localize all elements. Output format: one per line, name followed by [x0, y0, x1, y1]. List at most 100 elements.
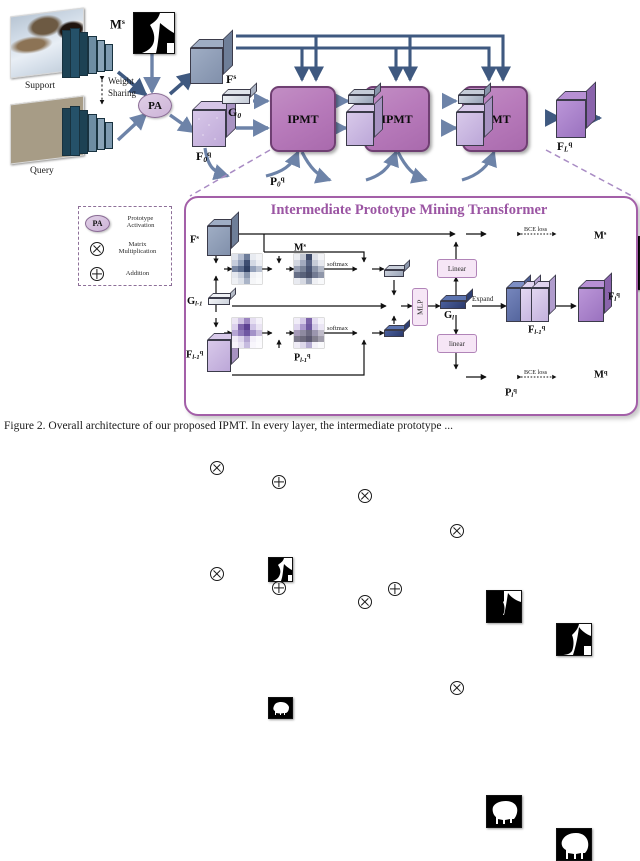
- panel-pq-sup: q: [306, 352, 311, 359]
- legend-pa-line1: Prototype: [127, 215, 154, 223]
- out-sup: q: [616, 291, 620, 298]
- figure-root: Support Weight Sharing Ms PA Fs: [0, 0, 640, 432]
- query-feature-sup: q: [207, 149, 212, 158]
- panel-query-gt-label: Mq: [594, 369, 608, 381]
- panel-support-mask-label: Ms: [294, 242, 306, 254]
- support-feature-label: Fs: [226, 73, 236, 85]
- concat-base: F: [528, 324, 535, 336]
- out-sub: l: [614, 296, 617, 304]
- support-label: Support: [25, 81, 56, 91]
- panel-predicted-support-mask: [486, 590, 522, 623]
- panel-ms-gt-sup: s: [603, 230, 607, 237]
- panel-mq-gt-base: M: [594, 369, 604, 381]
- panel-query-pred-label: Plq: [505, 387, 517, 400]
- panel-pq-sub: l-1: [300, 356, 307, 364]
- panel-global-prev-bar: [208, 287, 236, 305]
- panel-global-prev-label: Gl-1: [187, 296, 203, 308]
- legend-item-matrix-multiplication: Matrix Multiplication: [79, 238, 171, 260]
- panel-gl-base: G: [444, 310, 453, 321]
- intermediate-token-1: [348, 82, 381, 104]
- mlp-label: MLP: [415, 299, 425, 315]
- panel-output-feature-slab: [578, 272, 613, 322]
- query-pred-0-sub: 0: [277, 180, 281, 189]
- query-pred-0-base: P: [270, 175, 278, 188]
- linear-box-top[interactable]: Linear: [437, 259, 477, 278]
- prototype-activation-node[interactable]: PA: [138, 93, 172, 118]
- global-new-label: Gl: [444, 310, 454, 322]
- linear-bottom-label: linear: [449, 339, 465, 348]
- panel-fs-base: F: [190, 234, 197, 246]
- weight-sharing-label-line2: Sharing: [108, 88, 136, 98]
- final-feature-sub: L: [564, 145, 569, 154]
- query-pred-0-label: P0q: [270, 175, 285, 189]
- panel-g-sub: l-1: [195, 300, 203, 308]
- legend-item-addition: Addition: [79, 264, 171, 284]
- panel-pql-sub: l: [511, 392, 514, 400]
- ipmt-block-1[interactable]: IPMT: [270, 86, 336, 152]
- pa-label: PA: [148, 99, 162, 112]
- panel-ms-sup: s: [303, 242, 306, 249]
- panel-query-feature-slab: [207, 325, 239, 372]
- query-feature-base: F: [196, 149, 204, 164]
- support-feature-sup: s: [233, 72, 237, 81]
- intermediate-feature-2: [456, 95, 493, 146]
- matrix-mul-1: [210, 461, 224, 475]
- support-mask-base: M: [110, 17, 122, 32]
- panel-ms-base: M: [294, 242, 304, 254]
- final-feature-sup: q: [568, 140, 573, 148]
- panel-title: Intermediate Prototype Mining Transforme…: [270, 202, 548, 218]
- panel-mq-gt-sup: q: [603, 369, 608, 376]
- panel-query-feature-label: Fl-1q: [186, 349, 204, 362]
- global-token-sub: 0: [237, 110, 242, 120]
- support-mask-image: [133, 12, 175, 54]
- panel-support-mask: [268, 557, 293, 582]
- panel-fq-base: F: [186, 349, 193, 361]
- concat-feature-label: Fl-1q: [528, 324, 546, 337]
- ipmt-detail-panel: [184, 196, 638, 416]
- legend-pa-line2: Activation: [126, 222, 155, 229]
- global-token-label: G0: [228, 106, 241, 119]
- panel-support-gt-label: Ms: [594, 230, 607, 242]
- panel-fs-sup: s: [196, 234, 199, 241]
- linear-box-bottom[interactable]: linear: [437, 334, 477, 353]
- out-base: F: [608, 291, 615, 303]
- ipmt-block-1-label: IPMT: [287, 111, 319, 126]
- query-label: Query: [30, 166, 54, 176]
- addition-center: [388, 582, 402, 596]
- final-feature-base: F: [557, 140, 565, 153]
- support-mask-sup: s: [121, 17, 125, 26]
- panel-pql-base: P: [505, 387, 512, 399]
- panel-query-prev-pred-mask: [268, 697, 293, 719]
- global-new-bar: [440, 288, 473, 309]
- weight-sharing-label-line1: Weight: [108, 76, 134, 86]
- figure-caption: Figure 2. Overall architecture of our pr…: [4, 420, 453, 432]
- final-query-feature-label: FLq: [557, 140, 573, 154]
- panel-output-feature-label: Flq: [608, 291, 620, 304]
- ipmt-block-2-label: IPMT: [381, 111, 413, 126]
- panel-query-prev-pred-label: Pl-1q: [294, 352, 311, 364]
- matrix-mul-support-out: [450, 524, 464, 538]
- panel-fq-sup: q: [199, 349, 204, 356]
- mlp-box[interactable]: MLP: [412, 288, 428, 326]
- matrix-mul-3: [210, 567, 224, 581]
- legend-mul-line2: Multiplication: [118, 248, 157, 255]
- global-token-base: G: [228, 105, 238, 119]
- addition-icon: [90, 267, 104, 281]
- pa-badge-icon: PA: [85, 214, 110, 232]
- matrix-multiplication-icon: [90, 242, 104, 256]
- query-attended-token: [384, 319, 410, 337]
- panel-gt-query-mask: [556, 828, 592, 861]
- legend-box: PA Prototype Activation Matrix Multiplic…: [78, 206, 172, 286]
- attention-map-support-2: [294, 254, 324, 284]
- addition-1: [272, 475, 286, 489]
- expand-label: Expand: [472, 295, 494, 303]
- query-pred-0-sup: q: [280, 175, 285, 183]
- panel-g-base: G: [187, 296, 196, 307]
- bce-loss-label-bottom: BCE loss: [524, 369, 548, 376]
- addition-2: [272, 581, 286, 595]
- panel-fq-sub: l-1: [192, 354, 200, 362]
- support-backbone: [62, 22, 124, 84]
- softmax-label-top: softmax: [327, 261, 348, 268]
- panel-gt-support-mask: [556, 623, 592, 656]
- concat-sup: q: [541, 324, 546, 331]
